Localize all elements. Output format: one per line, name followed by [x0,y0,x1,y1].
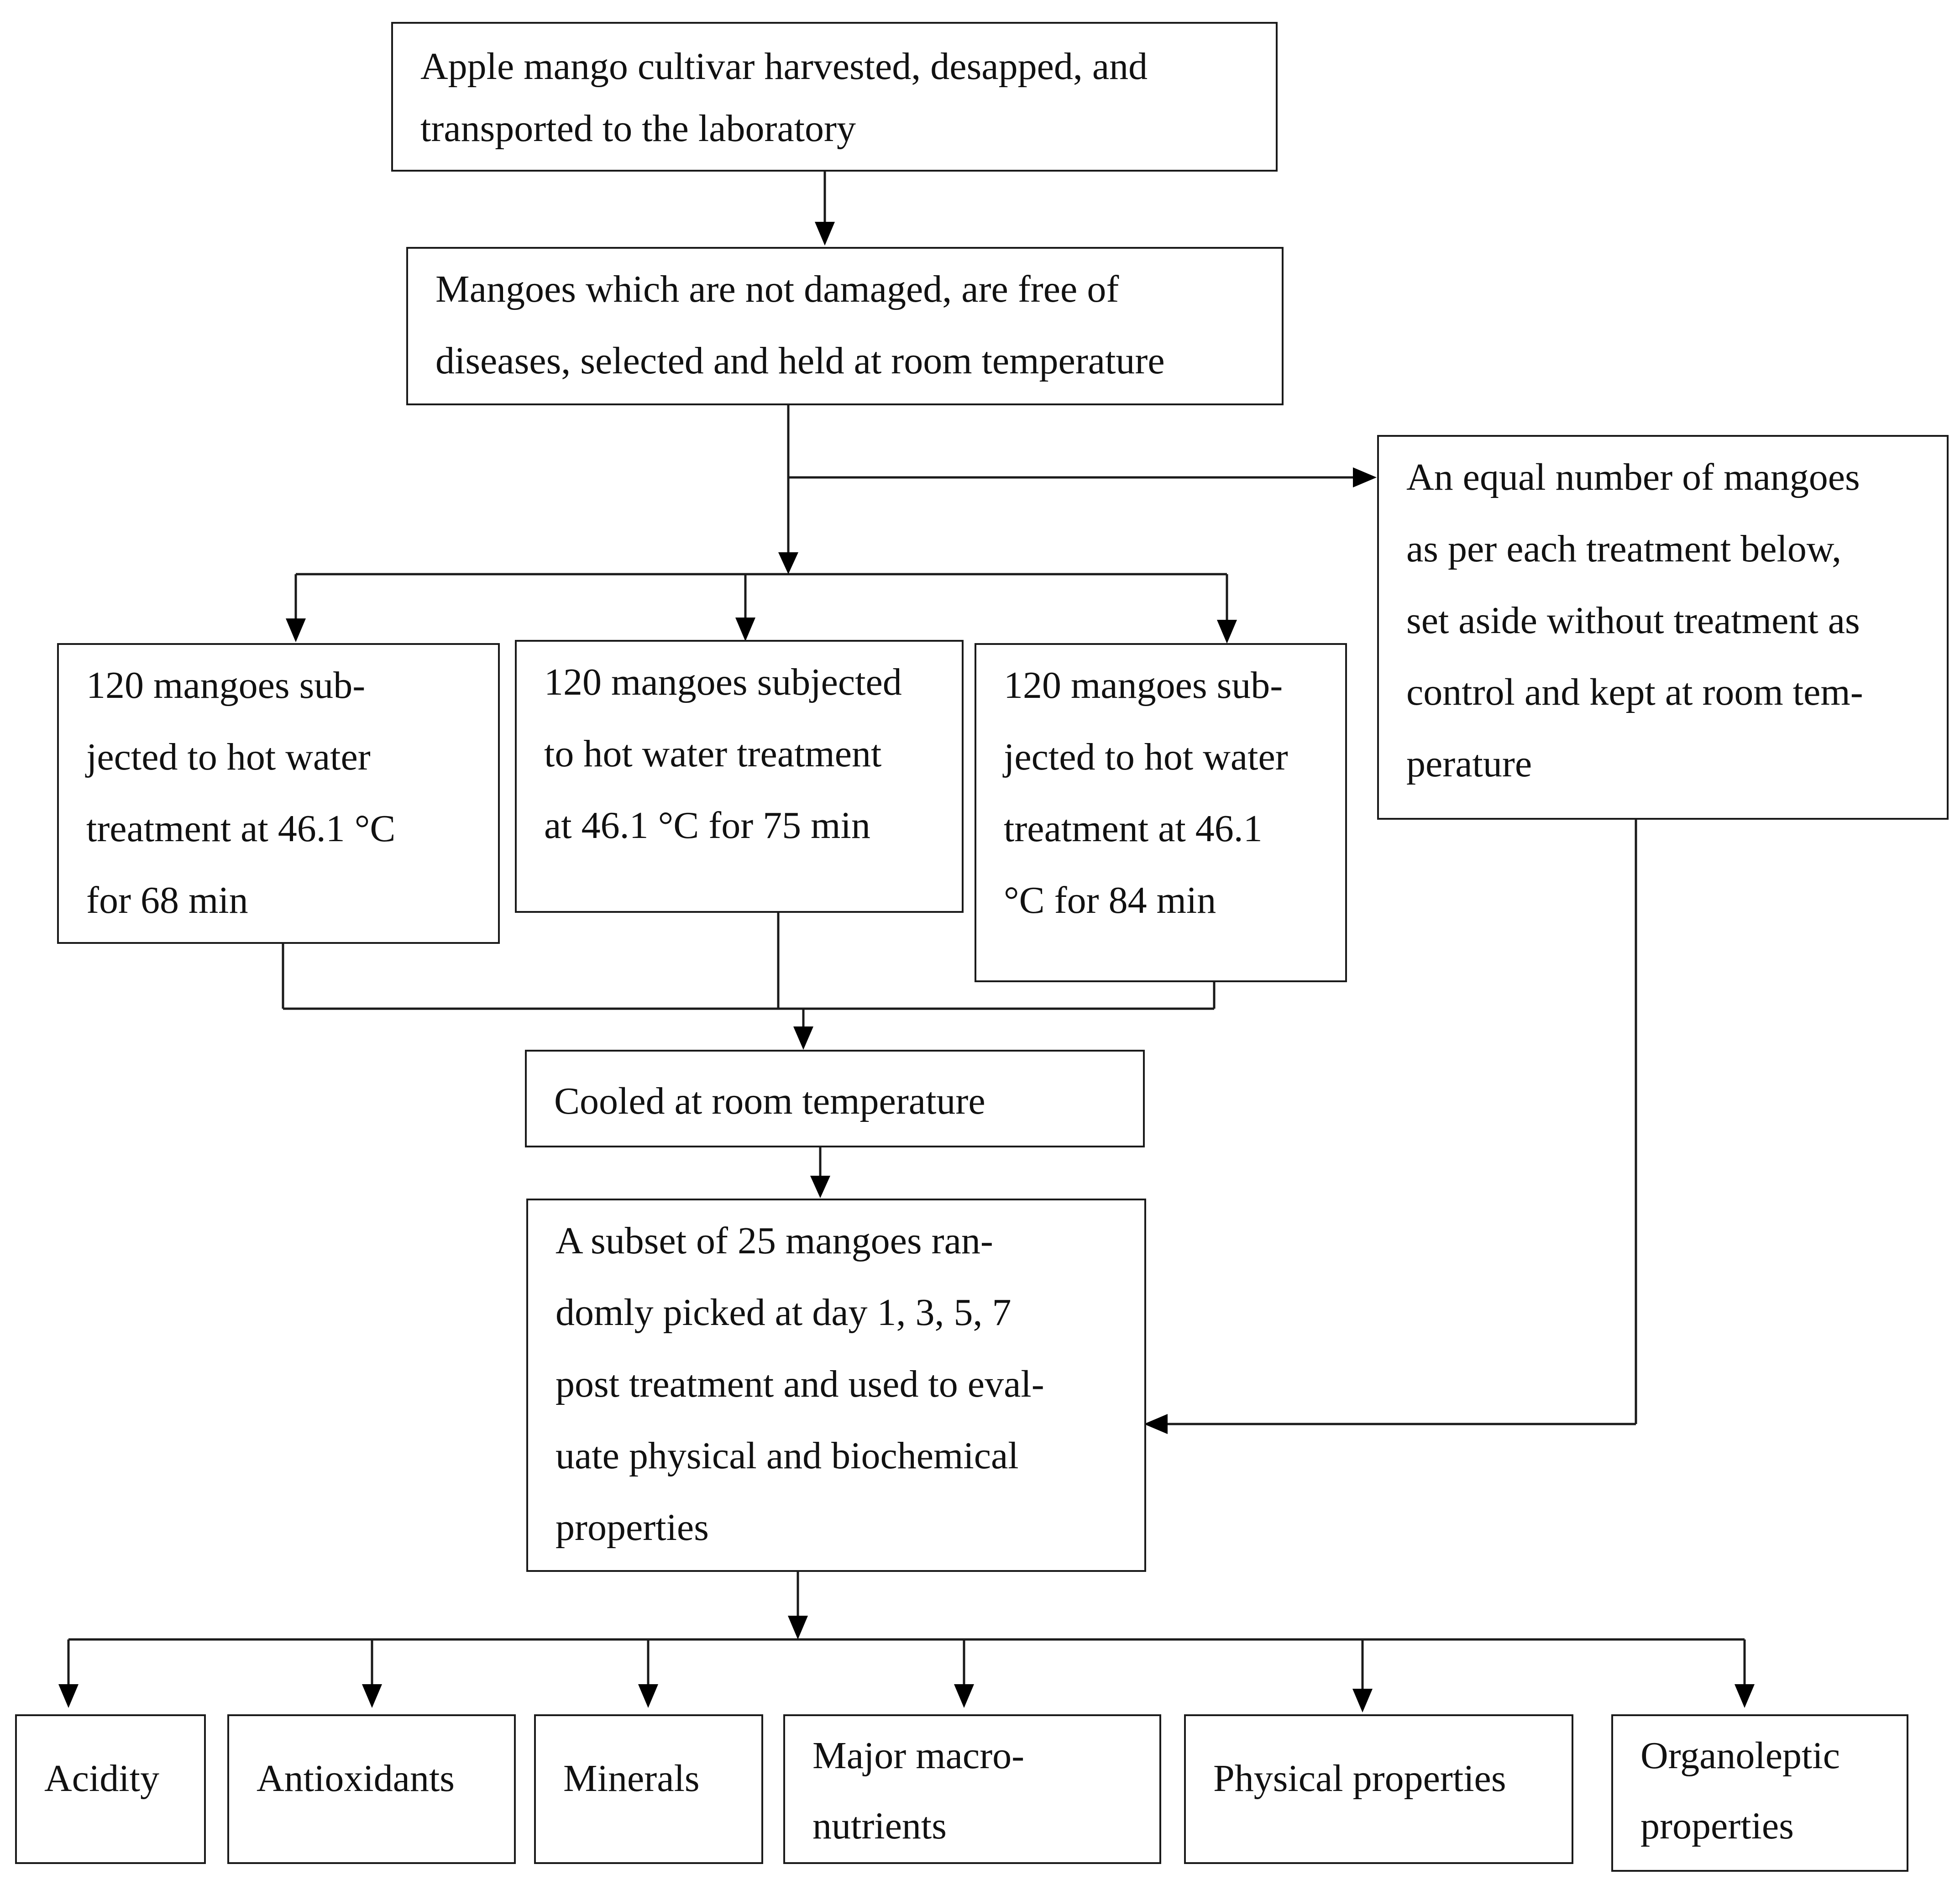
selection-step: Mangoes which are not damaged, are free … [406,247,1284,405]
selection-step-text: Mangoes which are not damaged, are free … [435,268,1165,382]
outcome-macronutrients: Major macro- nutrients [783,1714,1161,1864]
harvest-step: Apple mango cultivar harvested, desapped… [391,22,1278,172]
outcome-organoleptic-properties-label: Organoleptic properties [1640,1734,1840,1847]
treatment-75-min-text: 120 mangoes subjected to hot water treat… [544,661,902,847]
treatment-75-min: 120 mangoes subjected to hot water treat… [515,640,964,913]
harvest-step-text: Apple mango cultivar harvested, desapped… [420,45,1148,150]
outcome-acidity-label: Acidity [44,1757,159,1800]
outcome-organoleptic-properties: Organoleptic properties [1611,1714,1908,1872]
treatment-68-min-text: 120 mangoes sub- jected to hot water tre… [86,664,396,922]
outcome-physical-properties: Physical properties [1184,1714,1573,1864]
outcome-minerals-label: Minerals [563,1757,700,1800]
outcome-physical-properties-label: Physical properties [1213,1757,1506,1800]
cooling-step: Cooled at room temperature [525,1050,1145,1147]
outcome-macronutrients-label: Major macro- nutrients [812,1734,1025,1847]
treatment-84-min: 120 mangoes sub- jected to hot water tre… [975,643,1347,982]
sampling-step: A subset of 25 mangoes ran- domly picked… [526,1199,1146,1572]
treatment-68-min: 120 mangoes sub- jected to hot water tre… [57,643,500,944]
outcome-antioxidants-label: Antioxidants [257,1757,455,1800]
treatment-84-min-text: 120 mangoes sub- jected to hot water tre… [1004,664,1288,922]
cooling-step-text: Cooled at room temperature [554,1080,985,1122]
outcome-acidity: Acidity [15,1714,206,1864]
outcome-antioxidants: Antioxidants [227,1714,516,1864]
control-group-text: An equal number of mangoes as per each t… [1406,456,1863,785]
control-group: An equal number of mangoes as per each t… [1377,435,1949,820]
outcome-minerals: Minerals [534,1714,763,1864]
sampling-step-text: A subset of 25 mangoes ran- domly picked… [556,1220,1044,1549]
